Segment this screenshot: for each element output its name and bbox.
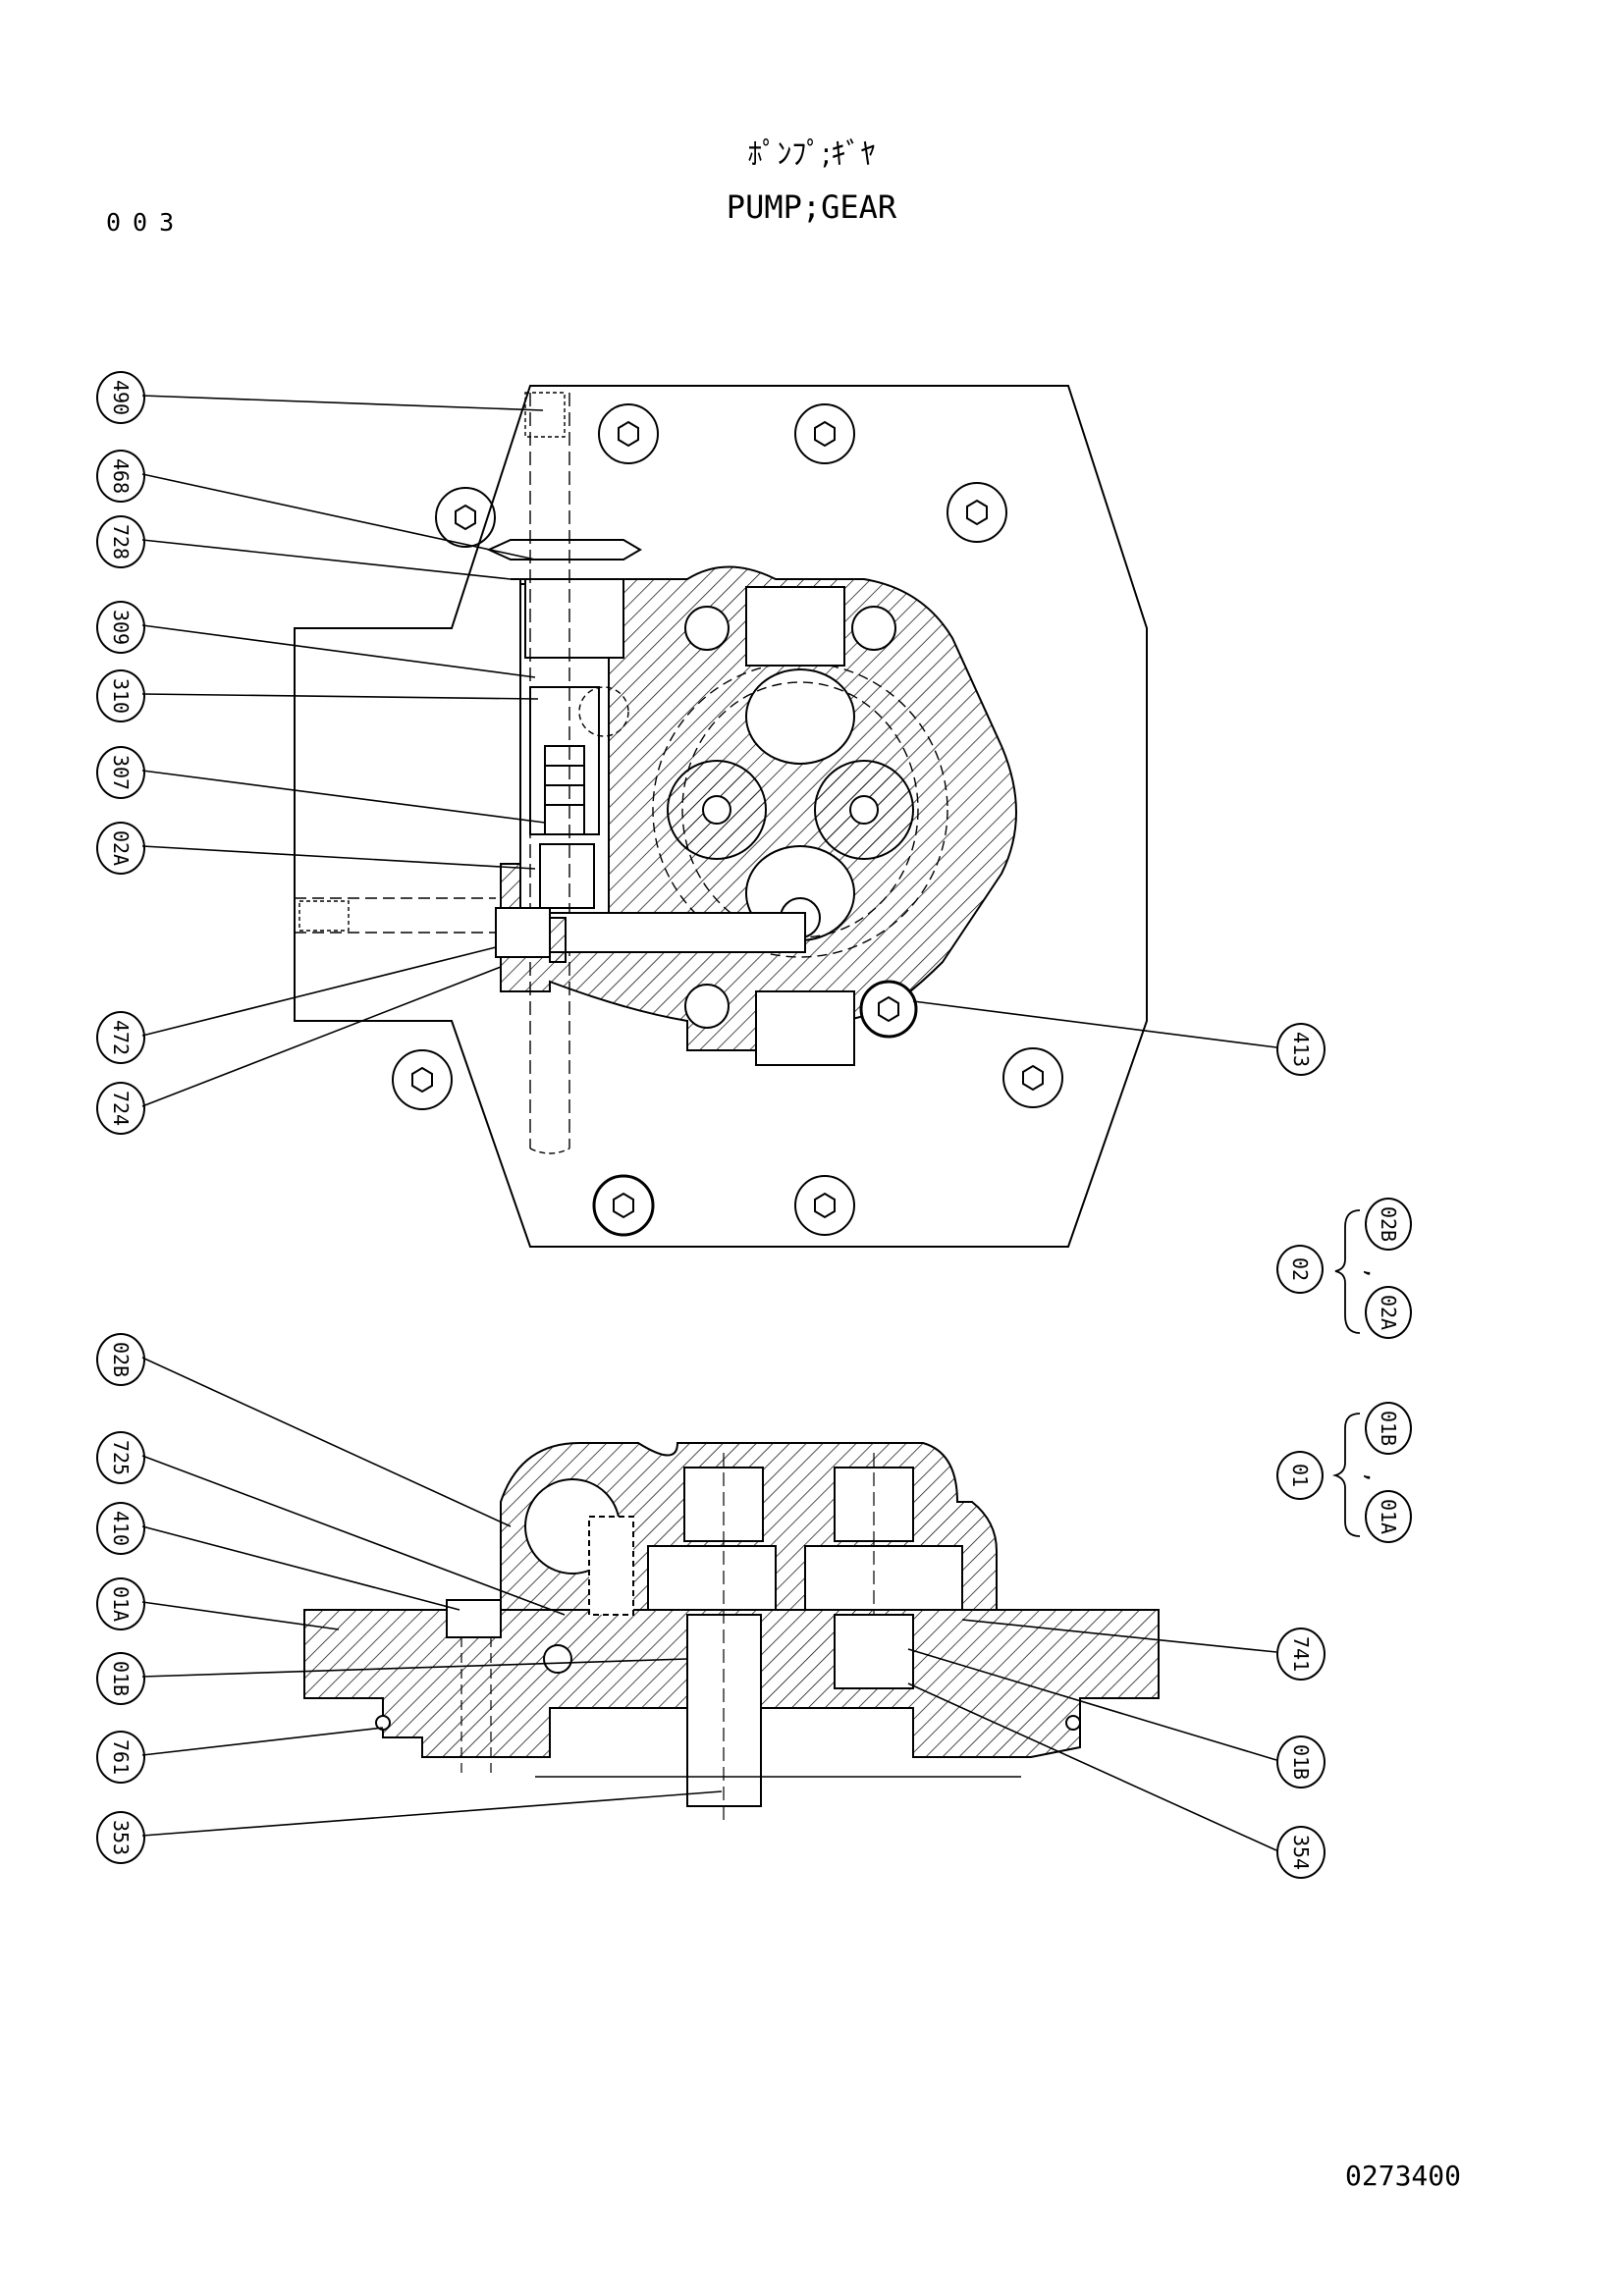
callout-724[interactable]: 724	[96, 1082, 145, 1135]
callout-307[interactable]: 307	[96, 746, 145, 799]
page-code: 003	[106, 208, 187, 237]
section-view-leaders	[141, 1357, 1277, 1851]
plug-490	[524, 392, 566, 438]
assembly-legend-braces	[1331, 1209, 1361, 1537]
callout-410[interactable]: 410	[96, 1502, 145, 1555]
callout-01B[interactable]: 01B	[96, 1652, 145, 1705]
callout-309[interactable]: 309	[96, 601, 145, 654]
drawing-number: 0273400	[1345, 2160, 1462, 2192]
callout-413[interactable]: 413	[1276, 1023, 1325, 1076]
hex-plug-468	[486, 539, 642, 561]
callout-468[interactable]: 468	[96, 450, 145, 503]
legend-child-01A[interactable]: 01A	[1365, 1490, 1412, 1543]
legend-separator-02: ,	[1360, 1268, 1390, 1278]
title-japanese: ﾎﾟﾝﾌﾟ;ｷﾞﾔ	[747, 137, 876, 172]
callout-741[interactable]: 741	[1276, 1628, 1325, 1681]
legend-parent-01[interactable]: 01	[1276, 1451, 1324, 1500]
callout-02A[interactable]: 02A	[96, 822, 145, 875]
callout-02B[interactable]: 02B	[96, 1333, 145, 1386]
legend-separator-01: ,	[1360, 1472, 1390, 1482]
top-view-leaders	[141, 395, 1277, 1107]
callout-725[interactable]: 725	[96, 1431, 145, 1484]
section-view-drawing	[303, 1442, 1160, 1826]
port-top	[745, 586, 845, 667]
legend-child-02A[interactable]: 02A	[1365, 1286, 1412, 1339]
top-view-drawing	[294, 385, 1148, 1248]
o-ring-761-right	[1065, 1715, 1081, 1731]
callout-01A[interactable]: 01A	[96, 1577, 145, 1630]
port-bottom	[755, 990, 855, 1066]
gear-cavity-top	[745, 668, 855, 765]
bolt-410	[446, 1599, 502, 1638]
gear-block-right	[804, 1545, 963, 1611]
flange-bolts	[392, 403, 1063, 1237]
callout-761[interactable]: 761	[96, 1731, 145, 1784]
callout-354[interactable]: 354	[1276, 1826, 1325, 1879]
flange-outline	[294, 385, 1148, 1248]
callout-472[interactable]: 472	[96, 1011, 145, 1064]
o-ring-761-left	[375, 1715, 391, 1731]
bolt-413	[859, 980, 918, 1039]
callout-310[interactable]: 310	[96, 669, 145, 722]
legend-parent-02[interactable]: 02	[1276, 1245, 1324, 1294]
legend-child-02B[interactable]: 02B	[1365, 1198, 1412, 1251]
legend-child-01B[interactable]: 01B	[1365, 1402, 1412, 1455]
callout-353[interactable]: 353	[96, 1811, 145, 1864]
gear-block-left	[647, 1545, 777, 1611]
plug-472	[495, 907, 551, 958]
callout-728[interactable]: 728	[96, 515, 145, 568]
page-title: PUMP;GEAR	[726, 188, 897, 226]
callout-01B-right[interactable]: 01B	[1276, 1735, 1325, 1789]
callout-490[interactable]: 490	[96, 371, 145, 424]
